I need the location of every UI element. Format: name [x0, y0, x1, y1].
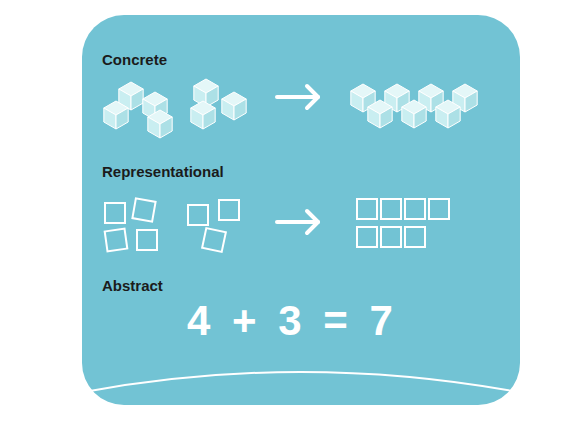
background-panel: ConcreteRepresentationalAbstract 4 + 3 = … [82, 15, 520, 405]
stage-heading: Concrete [102, 51, 167, 68]
stage-heading: Representational [102, 163, 224, 180]
equation: 4 + 3 = 7 [170, 297, 410, 345]
stage-heading: Abstract [102, 277, 163, 294]
